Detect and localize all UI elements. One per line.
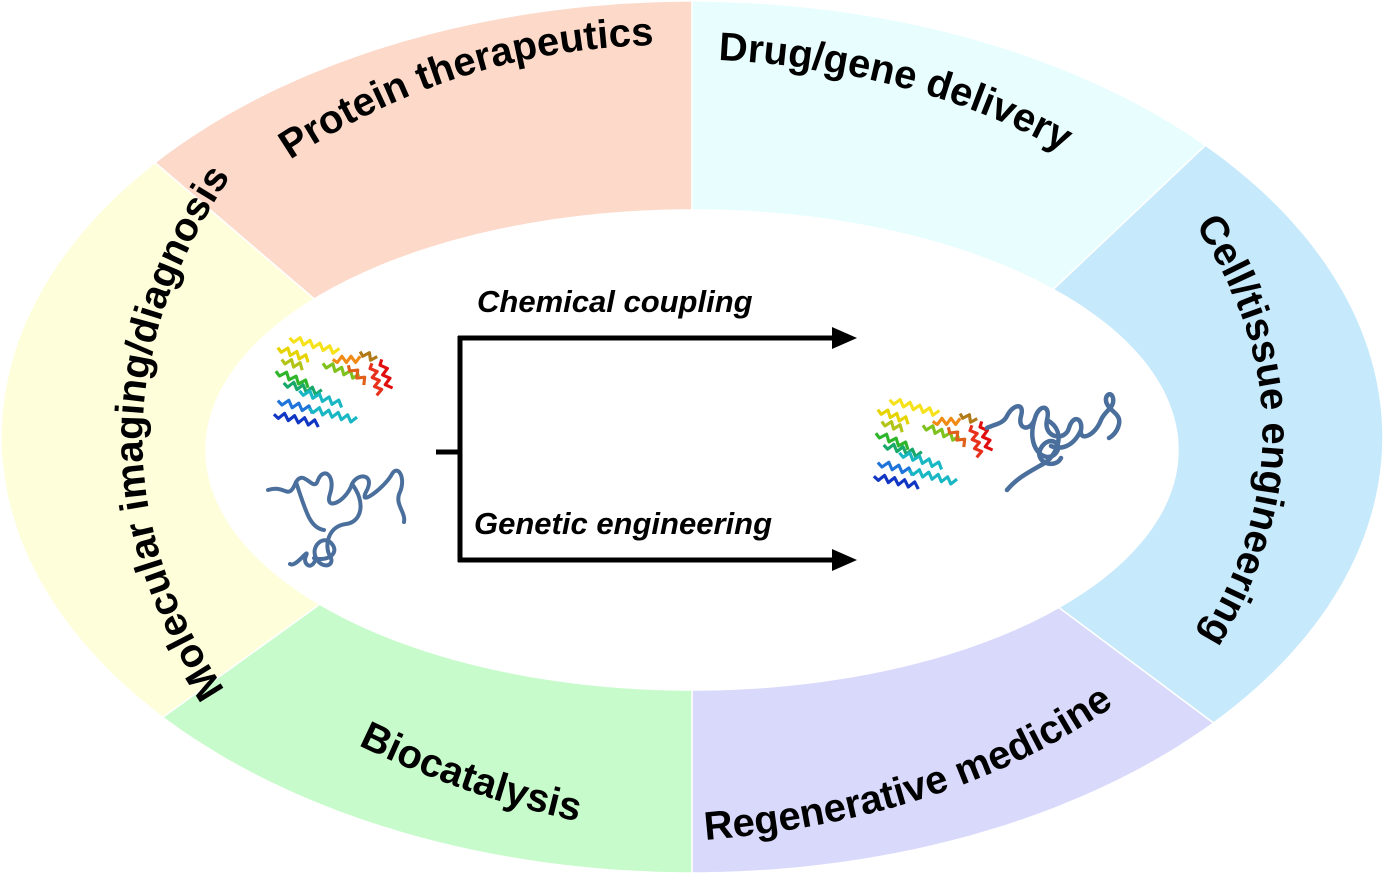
helix-segment	[958, 412, 978, 424]
helix-segment	[346, 364, 367, 386]
fusion-product-icon	[872, 392, 1122, 493]
arrow-chemical-coupling-head	[832, 327, 857, 349]
helix-segment	[978, 420, 994, 452]
helix-segment	[331, 354, 362, 365]
helix-segment	[282, 380, 323, 397]
helix-segment	[888, 398, 941, 417]
helix-segment	[280, 358, 304, 371]
helix-segment	[931, 416, 962, 427]
helix-segment	[358, 350, 378, 362]
helix-segment	[276, 346, 310, 363]
ring-segment-molecular-imaging-diagnosis	[0, 161, 322, 719]
helix-segment	[921, 424, 961, 442]
folded-protein-icon	[272, 336, 394, 428]
helix-segment	[872, 473, 920, 490]
helix-segment	[378, 358, 394, 390]
helix-segment	[274, 370, 310, 389]
helix-segment	[946, 426, 967, 448]
helix-segment	[368, 362, 384, 397]
method-label-genetic-engineering: Genetic engineering	[474, 506, 772, 541]
product-folded-protein-icon	[872, 398, 994, 490]
product-disordered-chain-icon	[984, 392, 1122, 493]
helix-segment	[308, 406, 358, 424]
helix-segment	[876, 408, 910, 425]
helix-segment	[288, 336, 341, 355]
arrow-genetic-engineering-head	[832, 549, 857, 571]
helix-segment	[898, 451, 944, 471]
helix-segment	[272, 411, 320, 428]
helix-segment	[876, 460, 914, 477]
helix-segment	[880, 420, 904, 433]
helix-segment	[298, 389, 344, 409]
helix-segment	[882, 442, 923, 459]
helix-segment	[321, 362, 361, 380]
method-label-chemical-coupling: Chemical coupling	[477, 284, 753, 319]
helix-segment	[276, 398, 314, 415]
helix-segment	[874, 432, 910, 451]
helix-segment	[968, 424, 984, 459]
helix-segment	[908, 468, 958, 486]
disordered-polypeptide-icon	[266, 468, 407, 568]
reaction-arrows	[436, 327, 857, 571]
